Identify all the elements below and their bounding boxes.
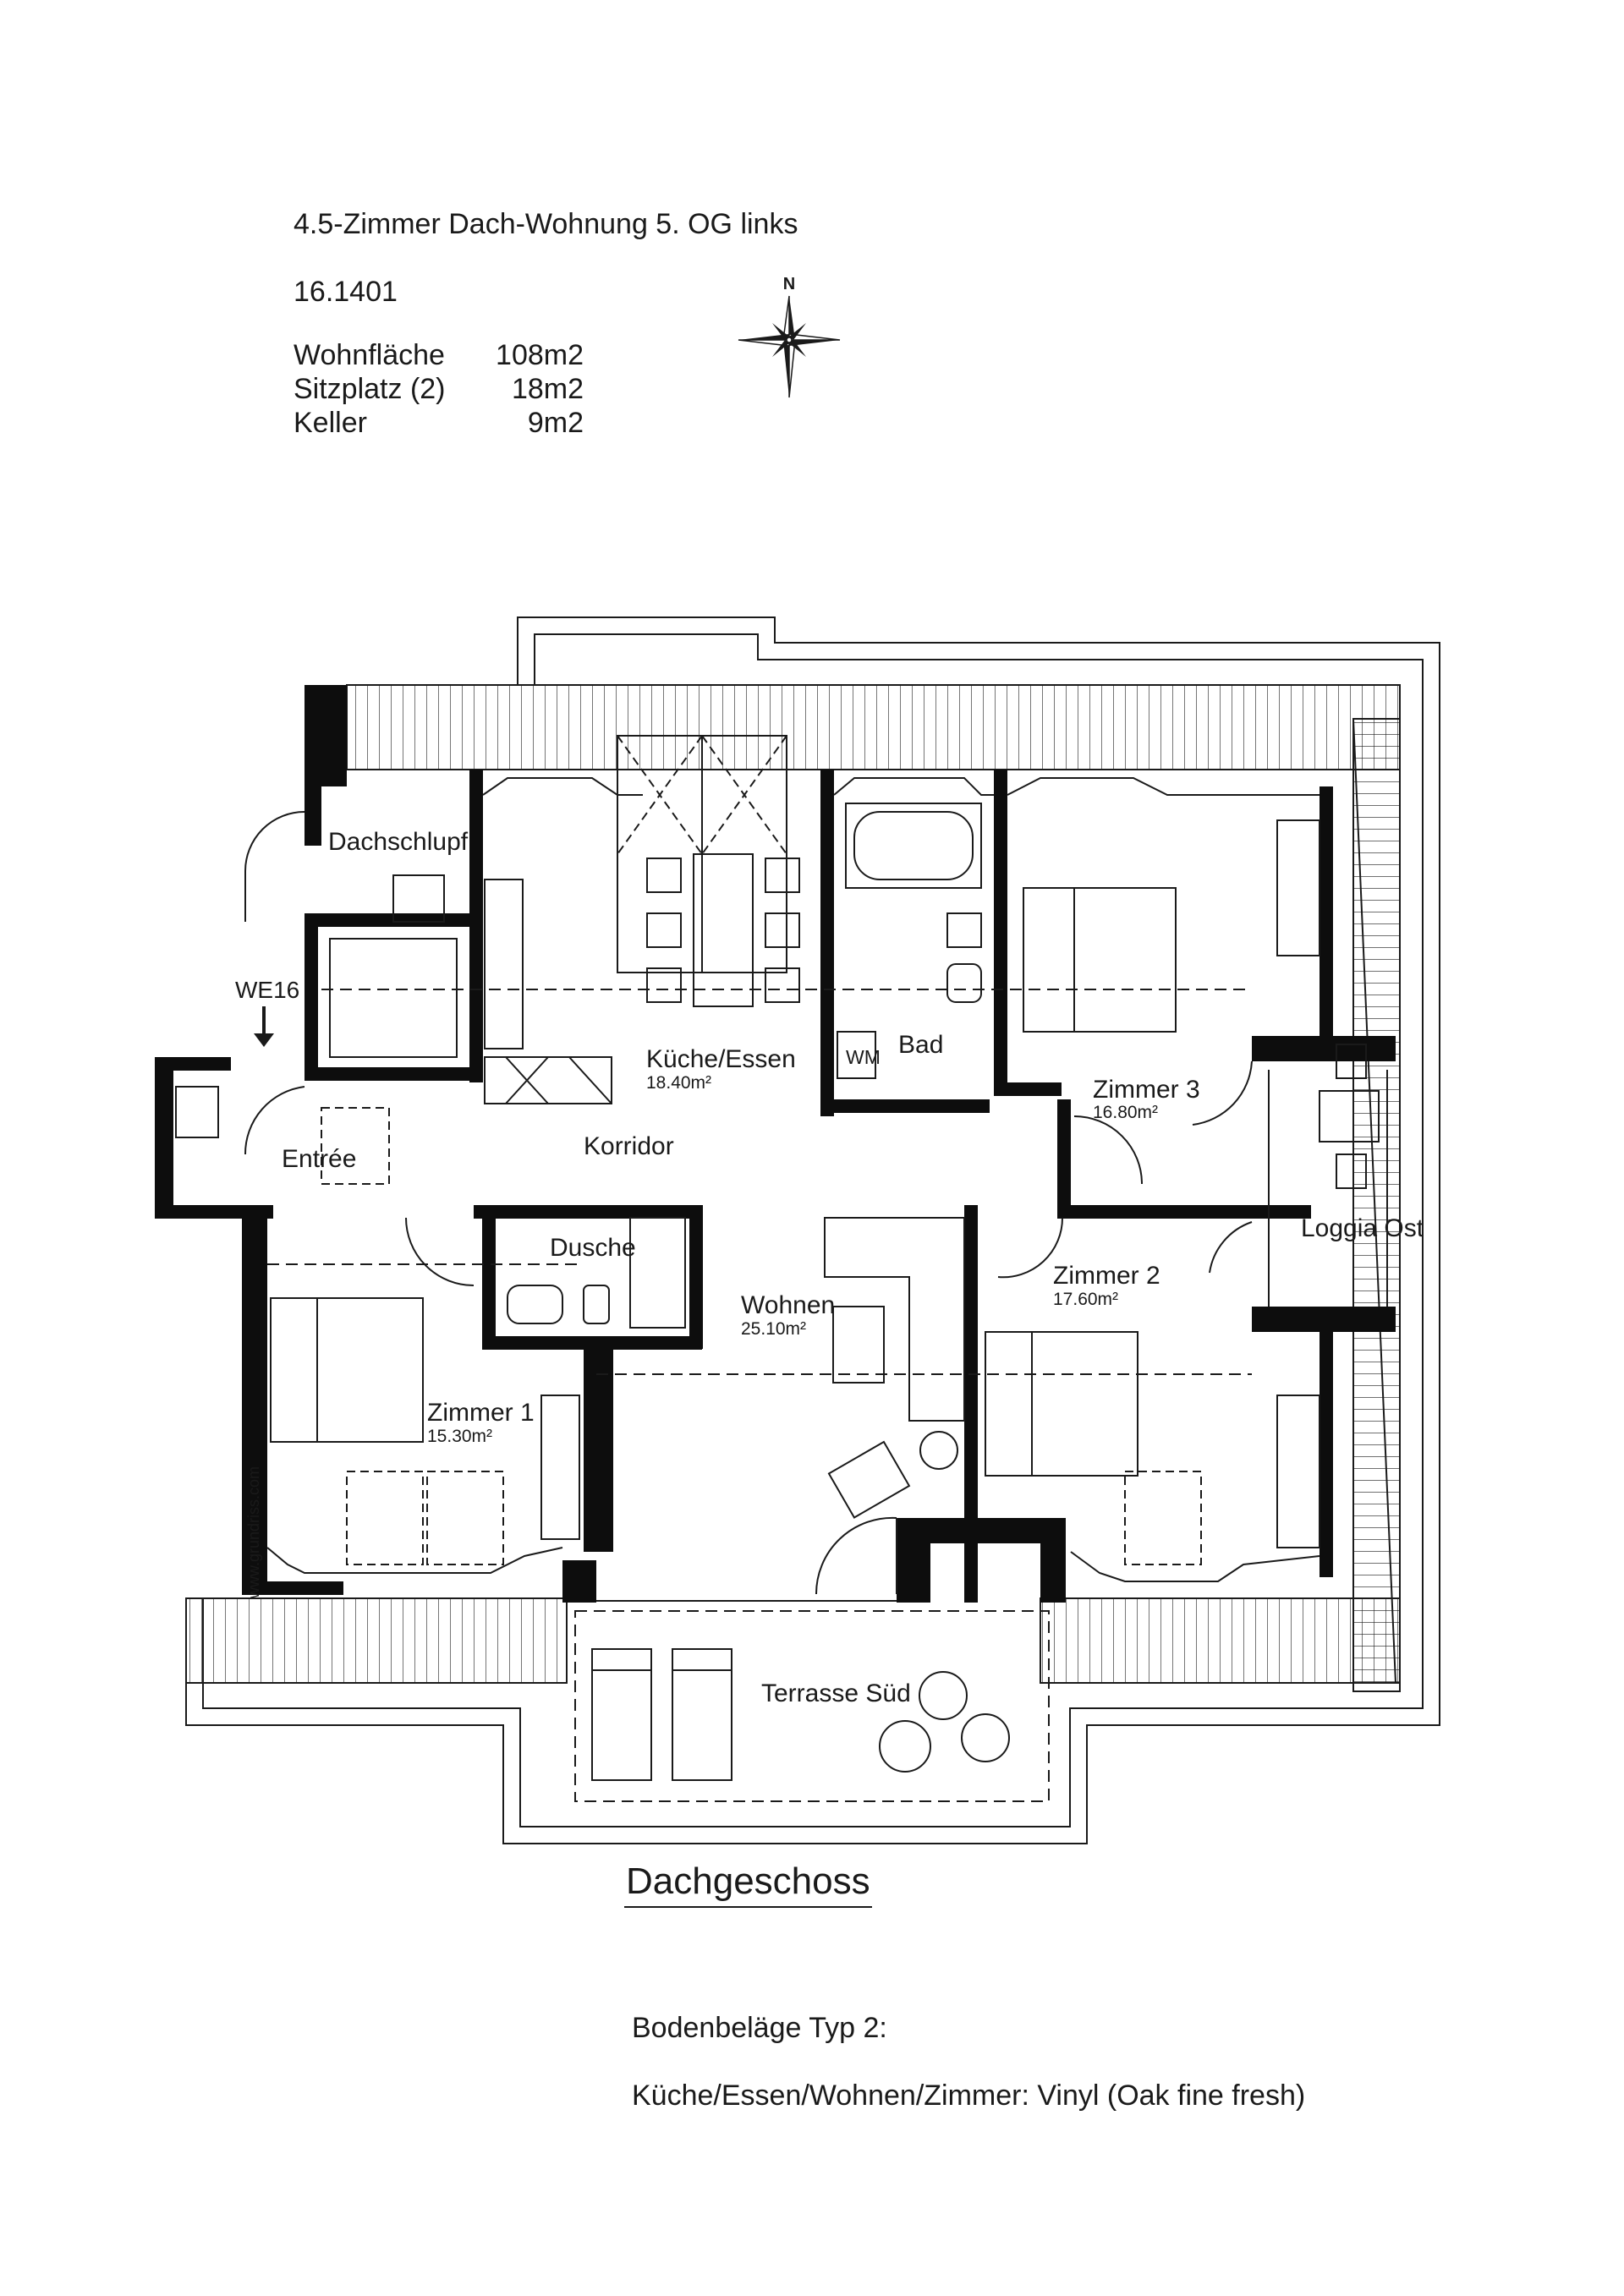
watermark-text: www.grundriss.com [245, 1466, 262, 1599]
room-label-loggia: Loggia Ost [1301, 1214, 1424, 1242]
room-label-bad: Bad [898, 1031, 943, 1059]
room-label-dachschlupf: Dachschlupf [328, 828, 469, 856]
room-label-dusche: Dusche [550, 1234, 636, 1262]
area-label: Sitzplatz (2) [294, 373, 446, 405]
area-label: Wohnfläche [294, 339, 445, 371]
compass-north-label: N [783, 275, 795, 293]
room-label-zimmer3: Zimmer 3 [1093, 1076, 1200, 1104]
roof-outline [185, 616, 1440, 1844]
walls [155, 685, 1396, 1603]
entrance-label: WE16 [235, 977, 299, 1003]
room-label-zimmer2: Zimmer 2 [1053, 1262, 1160, 1290]
plan-title: 4.5-Zimmer Dach-Wohnung 5. OG links [294, 208, 798, 240]
room-label-wm: WM [846, 1046, 881, 1068]
room-label-terrasse: Terrasse Süd [761, 1680, 911, 1707]
area-label: Keller [294, 407, 367, 439]
room-label-zimmer1: Zimmer 1 [427, 1399, 535, 1427]
area-row-seating: Sitzplatz (2) 18m2 [294, 372, 584, 406]
area-summary: Wohnfläche 108m2 Sitzplatz (2) 18m2 Kell… [294, 338, 584, 440]
room-area-wohnen: 25.10m² [741, 1319, 806, 1339]
room-area-kueche: 18.40m² [646, 1073, 711, 1093]
room-label-wohnen: Wohnen [741, 1291, 835, 1319]
area-row-cellar: Keller 9m2 [294, 406, 584, 440]
compass-rose-icon: N [738, 275, 841, 398]
room-area-zimmer2: 17.60m² [1053, 1290, 1118, 1309]
roof-eaves [185, 684, 1401, 1692]
room-labels: WE16 Dachschlupf Küche/Essen 18.40m² Bad… [235, 828, 1424, 1707]
flooring-note-detail: Küche/Essen/Wohnen/Zimmer: Vinyl (Oak fi… [632, 2080, 1306, 2112]
room-label-entree: Entrée [282, 1145, 356, 1173]
area-row-living: Wohnfläche 108m2 [294, 338, 584, 372]
entrance-arrow-icon [254, 1006, 274, 1047]
interior-lines [175, 735, 1388, 1802]
area-value: 108m2 [496, 339, 584, 371]
area-value: 18m2 [511, 373, 584, 405]
area-value: 9m2 [527, 407, 584, 439]
object-number: 16.1401 [294, 276, 398, 308]
room-label-kueche: Küche/Essen [646, 1045, 796, 1073]
room-area-zimmer3: 16.80m² [1093, 1103, 1158, 1122]
room-label-korridor: Korridor [584, 1132, 674, 1160]
flooring-note-title: Bodenbeläge Typ 2: [632, 2012, 887, 2044]
room-area-zimmer1: 15.30m² [427, 1427, 492, 1446]
floor-caption: Dachgeschoss [624, 1859, 872, 1908]
